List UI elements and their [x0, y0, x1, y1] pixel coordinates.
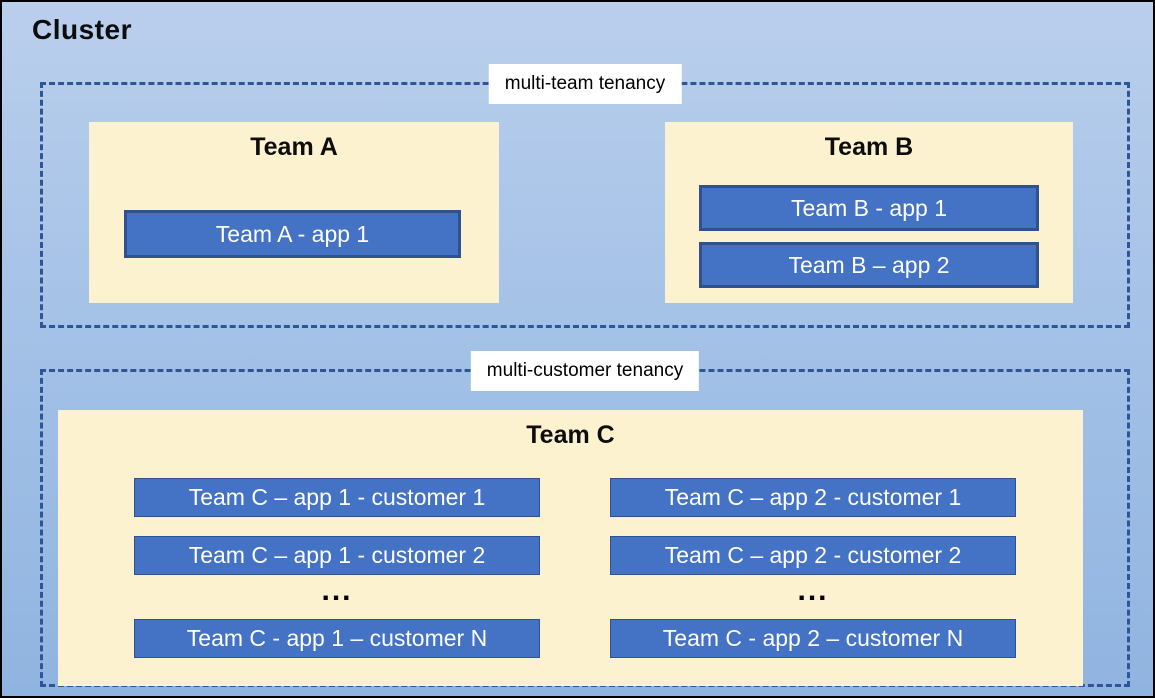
spacer — [134, 517, 540, 536]
team-c-app2-customer-1-box: Team C – app 2 - customer 1 — [610, 478, 1016, 517]
team-c-app1-ellipsis: ... — [321, 574, 353, 607]
team-c-app1-customer-n-box: Team C - app 1 – customer N — [134, 619, 540, 658]
team-c-app1-customer-1-box: Team C – app 1 - customer 1 — [134, 478, 540, 517]
multi-team-tenancy-section: multi-team tenancy Team A Team A - app 1… — [40, 64, 1130, 328]
team-a-title: Team A — [250, 133, 338, 161]
spacer — [610, 517, 1016, 536]
multi-customer-tenancy-section: multi-customer tenancy Team C Team C – a… — [40, 351, 1130, 687]
team-c-app-2-column: Team C – app 2 - customer 1 Team C – app… — [610, 478, 1016, 658]
multi-customer-tenancy-label: multi-customer tenancy — [470, 351, 700, 391]
team-a-box: Team A Team A - app 1 — [89, 122, 499, 303]
multi-team-tenancy-label: multi-team tenancy — [488, 64, 682, 104]
team-b-app-1-box: Team B - app 1 — [699, 185, 1039, 231]
team-c-app2-customer-n-box: Team C - app 2 – customer N — [610, 619, 1016, 658]
team-b-title: Team B — [824, 133, 914, 161]
team-c-app2-ellipsis: ... — [797, 574, 829, 607]
team-b-app-2-box: Team B – app 2 — [699, 242, 1039, 288]
team-c-title: Team C — [526, 421, 615, 449]
team-c-app2-customer-2-box: Team C – app 2 - customer 2 — [610, 536, 1016, 575]
team-a-app-1-box: Team A - app 1 — [124, 210, 461, 258]
team-c-app-1-column: Team C – app 1 - customer 1 Team C – app… — [134, 478, 540, 658]
team-c-box: Team C Team C – app 1 - customer 1 Team … — [58, 410, 1083, 686]
team-c-app1-customer-2-box: Team C – app 1 - customer 2 — [134, 536, 540, 575]
cluster-title: Cluster — [32, 14, 132, 45]
team-b-box: Team B Team B - app 1 Team B – app 2 — [665, 122, 1073, 303]
